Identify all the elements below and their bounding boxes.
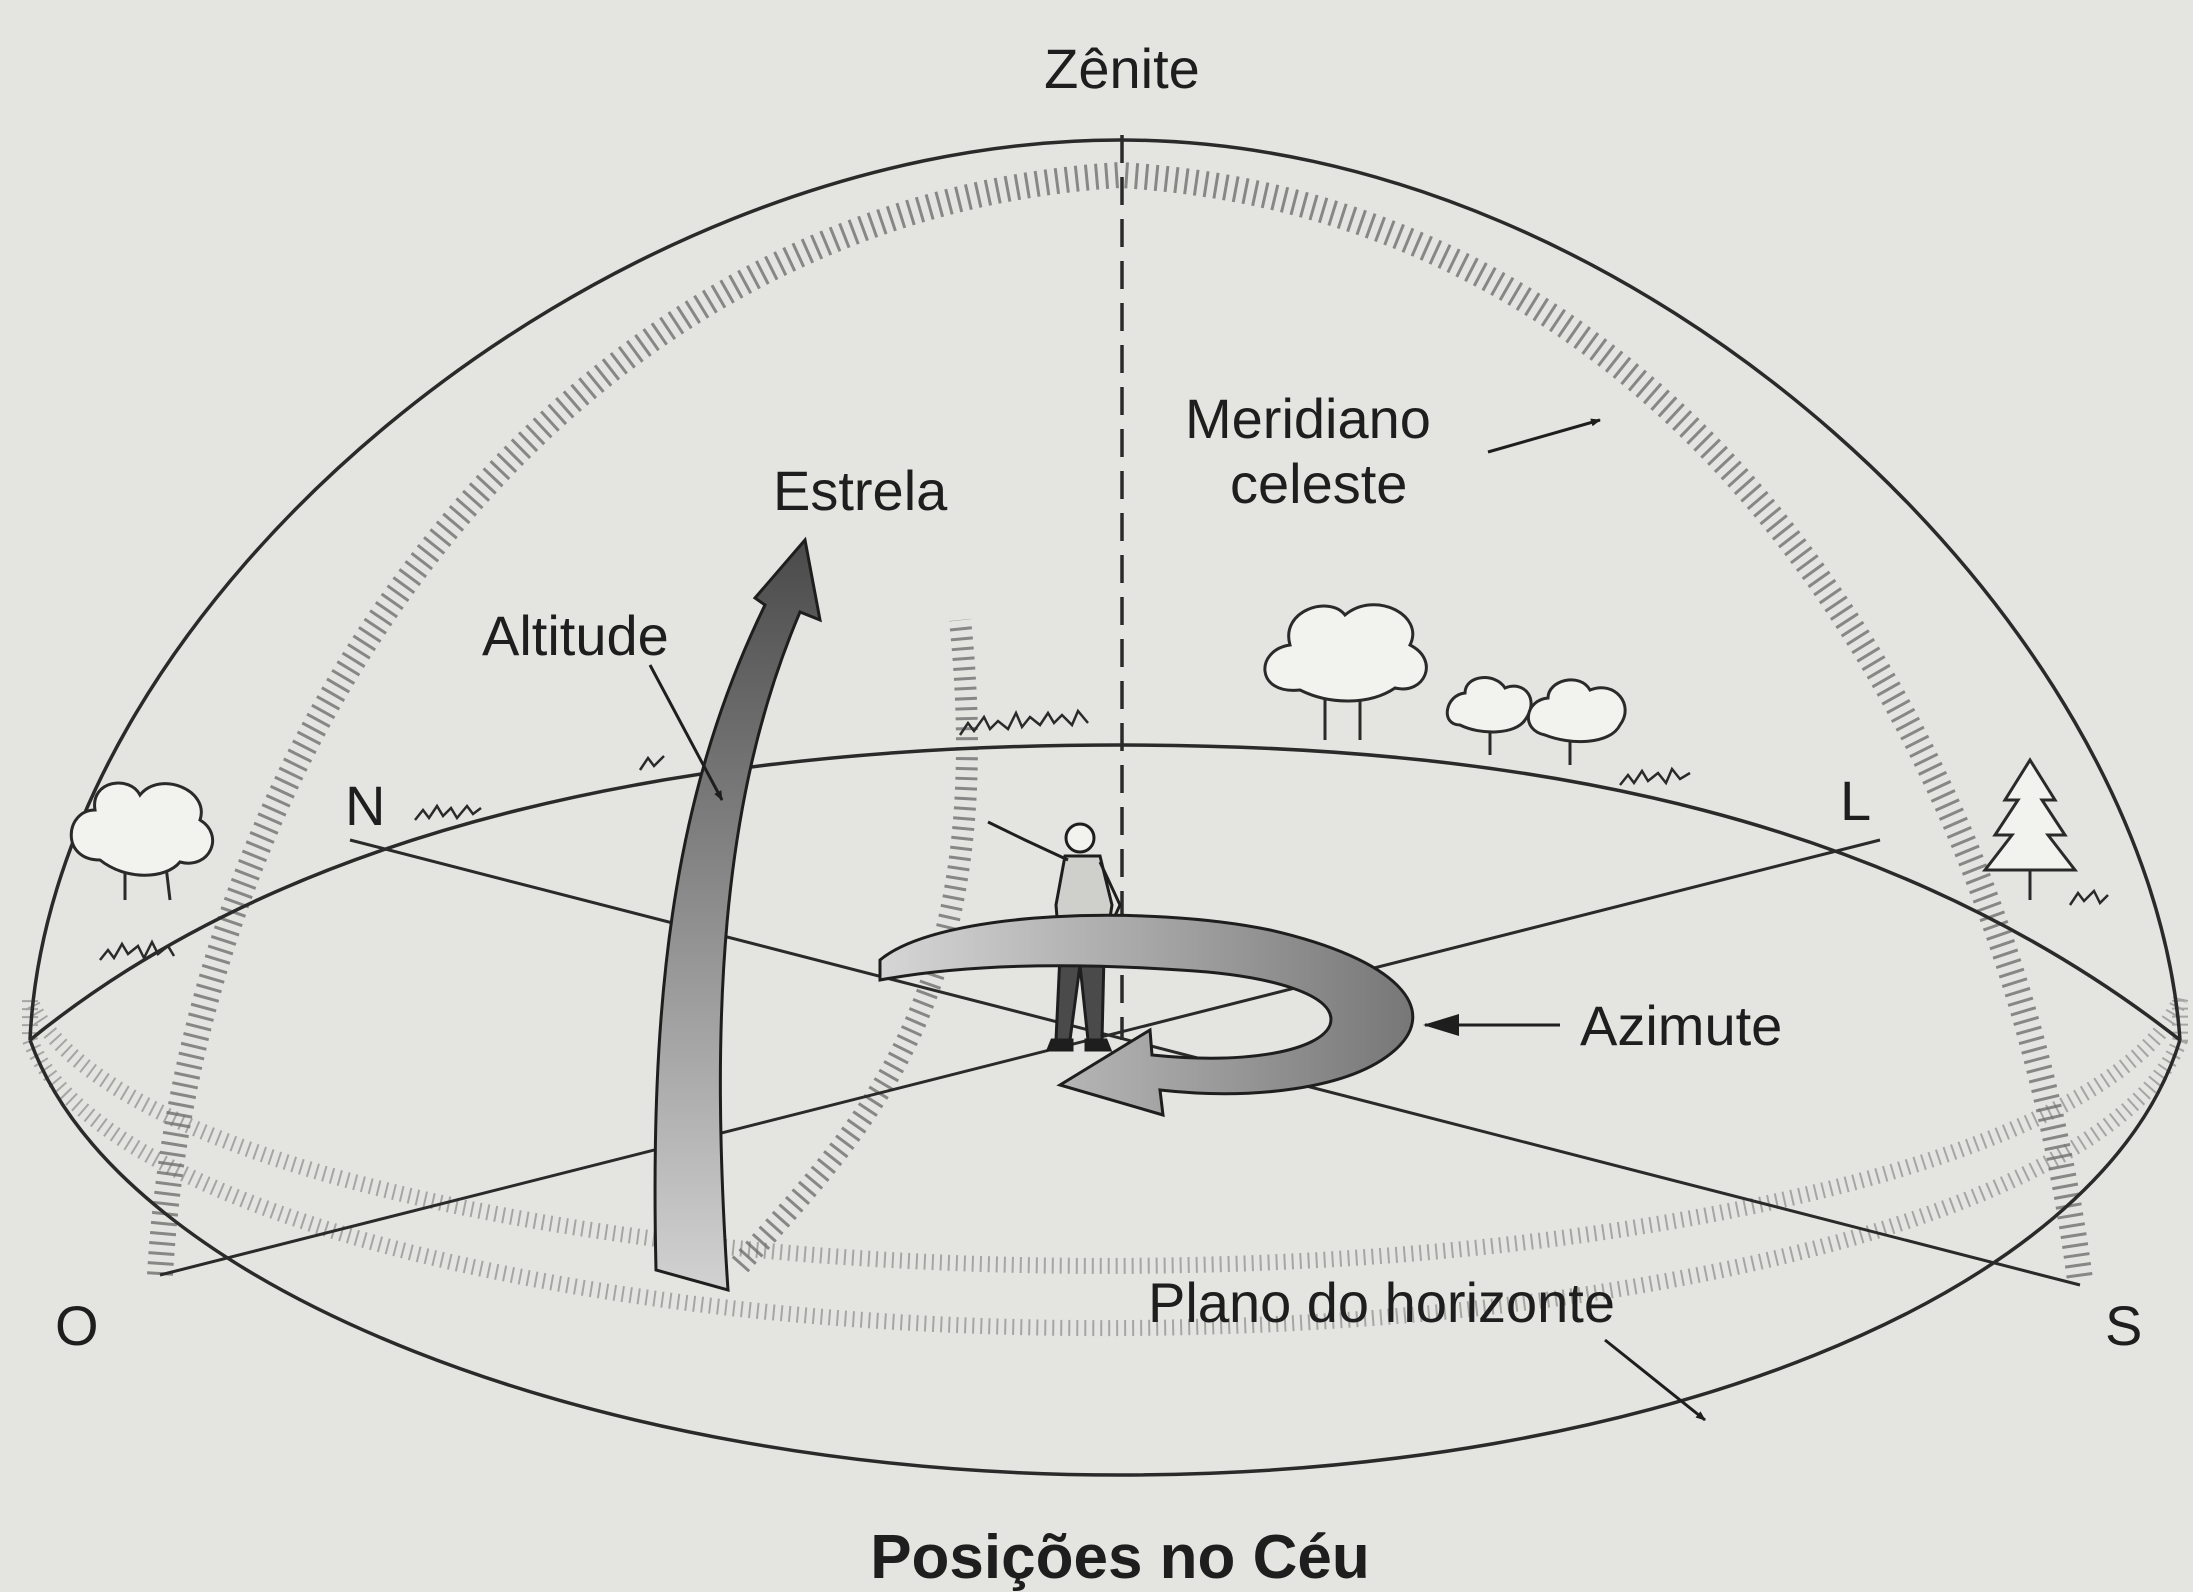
cardinal-east-label: L [1840,769,1871,832]
horizon-ellipse-front [28,1039,2182,1477]
star-label: Estrela [773,459,948,522]
horizon-rim-shading [22,996,2188,1337]
tree-center-small [1445,676,1627,765]
diagram-title: Posições no Céu [870,1523,1370,1592]
zenith-label: Zênite [1044,37,1200,100]
cardinal-north-label: N [345,774,385,837]
celestial-dome [28,138,2182,1041]
star-path-band [731,618,978,1273]
horizon-ellipse-back [28,743,2182,1042]
tree-left [69,781,214,901]
cardinal-south-label: S [2105,1294,2142,1357]
azimuth-label: Azimute [1580,994,1782,1057]
meridian-label-line1: Meridiano [1185,387,1431,450]
grass-horizon [99,708,2109,961]
cardinal-west-label: O [55,1294,99,1357]
altitude-pointer-arrow [648,664,724,801]
tree-right-pine [1981,757,2079,900]
meridian-pointer-arrow [1487,418,1601,454]
horizon-plane-pointer-arrow [1604,1338,1706,1422]
azimuth-arrow [878,913,1415,1118]
celestial-meridian-band [147,161,2093,1282]
altitude-arrow [653,536,822,1293]
horizon-plane-label: Plano do horizonte [1148,1271,1615,1334]
meridian-label-line2: celeste [1230,452,1407,515]
tree-center-large [1263,603,1428,740]
west-east-line [159,838,1881,1277]
altitude-label: Altitude [482,604,669,667]
